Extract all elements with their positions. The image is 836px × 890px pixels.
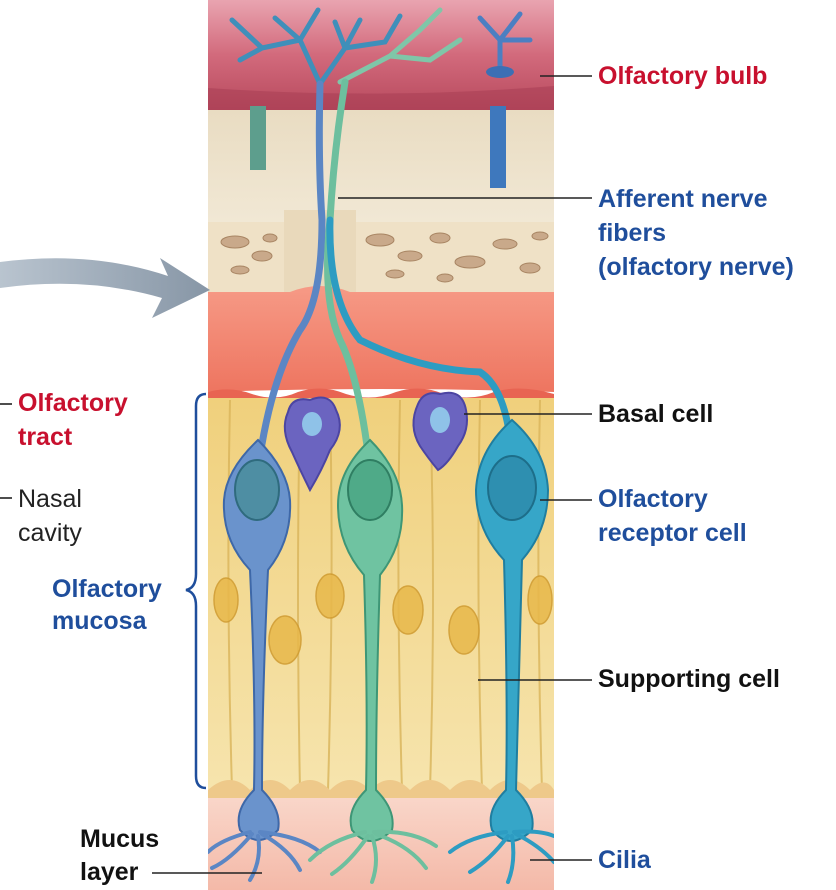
- lamina-propria: [208, 286, 554, 392]
- label-afferent-nerve: Afferent nerve: [598, 184, 768, 215]
- bracket-icon: [186, 394, 206, 788]
- label-supporting-cell: Supporting cell: [598, 664, 780, 695]
- label-olfactory-bulb: Olfactory bulb: [598, 61, 767, 92]
- label-mucosa-olfactory: Olfactory: [52, 574, 162, 605]
- label-receptor-olfactory: Olfactory: [598, 484, 708, 515]
- label-mucosa: mucosa: [52, 606, 146, 637]
- label-tract: tract: [18, 422, 72, 453]
- label-cilia: Cilia: [598, 845, 651, 876]
- label-tract-olfactory: Olfactory: [18, 388, 128, 419]
- label-afferent-olfactory-nerve: (olfactory nerve): [598, 252, 794, 283]
- label-mucus: Mucus: [80, 824, 159, 855]
- label-basal-cell: Basal cell: [598, 399, 713, 430]
- label-layer: layer: [80, 857, 138, 888]
- label-receptor-cell: receptor cell: [598, 518, 747, 549]
- label-afferent-fibers: fibers: [598, 218, 666, 249]
- curved-arrow-icon: [0, 258, 210, 318]
- label-cavity: cavity: [18, 518, 82, 549]
- label-nasal: Nasal: [18, 484, 82, 515]
